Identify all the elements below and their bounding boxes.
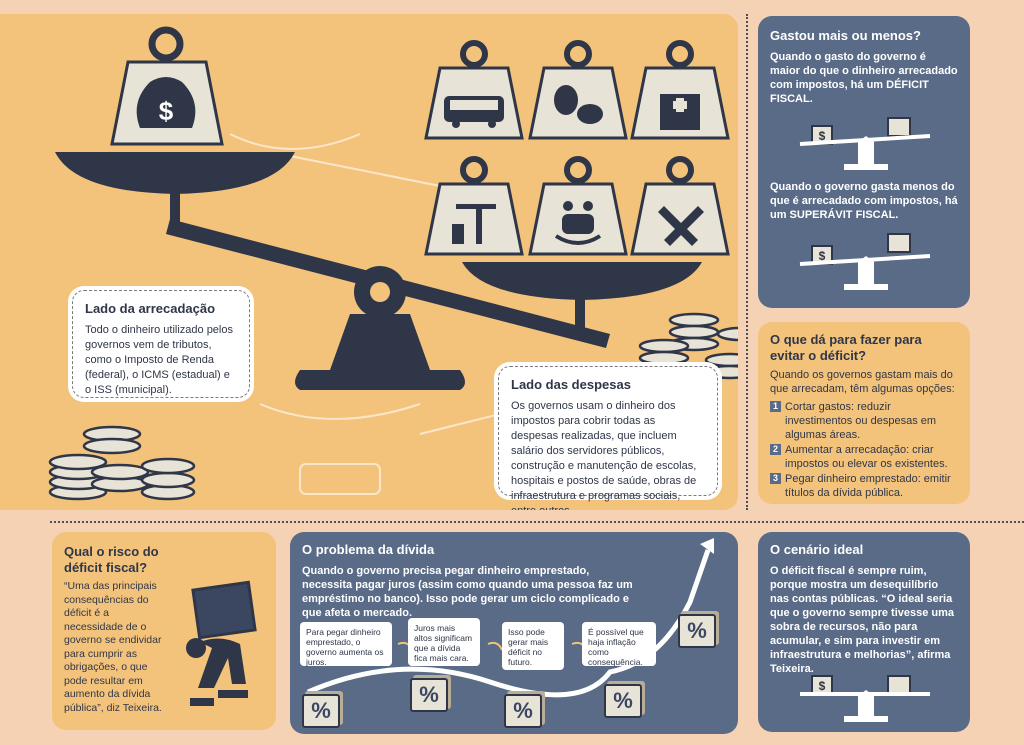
percent-box: % xyxy=(410,678,448,712)
debt-title: O problema da dívida xyxy=(302,542,435,557)
revenue-body: Todo o dinheiro utilizado pelos governos… xyxy=(85,324,233,396)
hospital-weight-icon xyxy=(630,40,730,140)
family-weight-icon xyxy=(528,156,628,256)
avoid-title: O que dá para fazer para evitar o défici… xyxy=(770,332,922,363)
debt-body: Quando o governo precisa pegar dinheiro … xyxy=(302,565,633,619)
person-carrying-box-icon xyxy=(186,580,257,706)
percent-box: % xyxy=(302,694,340,728)
deficit-text: Quando o gasto do governo é maior do que… xyxy=(770,51,958,105)
pencil-ruler-weight-icon xyxy=(630,156,730,256)
avoid-intro: Quando os governos gastam mais do que ar… xyxy=(770,369,955,395)
percent-box: % xyxy=(678,614,716,648)
deficit-scale-icon: $ xyxy=(799,117,931,170)
balanced-scale-icon: $ xyxy=(800,675,930,722)
theater-weight-icon xyxy=(528,40,628,140)
ideal-title: O cenário ideal xyxy=(770,542,864,557)
spent-more-or-less-panel: Gastou mais ou menos? Quando o gasto do … xyxy=(758,16,970,308)
horizontal-divider xyxy=(50,521,1024,523)
bus-weight-icon xyxy=(424,40,524,140)
surplus-scale-icon: $ xyxy=(799,233,931,290)
vertical-divider xyxy=(746,14,748,510)
revenue-title: Lado da arrecadação xyxy=(85,301,216,316)
debt-step-3: Isso pode gerar mais déficit no futuro. xyxy=(502,622,564,670)
svg-text:$: $ xyxy=(159,96,174,126)
crane-weight-icon xyxy=(424,156,524,256)
debt-problem-panel: O problema da dívida Quando o governo pr… xyxy=(290,532,738,734)
expense-callout: Lado das despesas Os governos usam o din… xyxy=(498,366,718,510)
debt-step-2: Juros mais altos significam que a dívida… xyxy=(408,618,480,666)
coin-stacks-icon xyxy=(48,312,738,501)
balance-scale-illustration: $ xyxy=(48,26,738,501)
main-scale-panel: $ xyxy=(0,14,738,510)
surplus-text: Quando o governo gasta menos do que é ar… xyxy=(770,181,958,221)
expense-body: Os governos usam o dinheiro dos impostos… xyxy=(511,400,697,510)
spent-title: Gastou mais ou menos? xyxy=(770,28,921,43)
svg-text:$: $ xyxy=(819,249,826,263)
percent-box: % xyxy=(604,684,642,718)
debt-step-1: Para pegar dinheiro emprestado, o govern… xyxy=(300,622,392,667)
percent-box: % xyxy=(504,694,542,728)
risk-panel: Qual o risco do déficit fiscal? “Uma das… xyxy=(52,532,276,730)
ideal-body: O déficit fiscal é sempre ruim, porque m… xyxy=(770,565,955,675)
svg-text:$: $ xyxy=(819,679,826,693)
money-weight-icon: $ xyxy=(110,26,224,146)
risk-title: Qual o risco do déficit fiscal? xyxy=(64,544,159,575)
svg-text:$: $ xyxy=(819,129,826,143)
risk-body: “Uma das principais consequências do déf… xyxy=(64,580,162,714)
revenue-callout: Lado da arrecadação Todo o dinheiro util… xyxy=(72,290,250,398)
expense-title: Lado das despesas xyxy=(511,377,631,392)
avoid-deficit-panel: O que dá para fazer para evitar o défici… xyxy=(758,322,970,504)
ideal-scenario-panel: O cenário ideal O déficit fiscal é sempr… xyxy=(758,532,970,732)
debt-step-4: É possível que haja inflação como conseq… xyxy=(582,622,656,667)
